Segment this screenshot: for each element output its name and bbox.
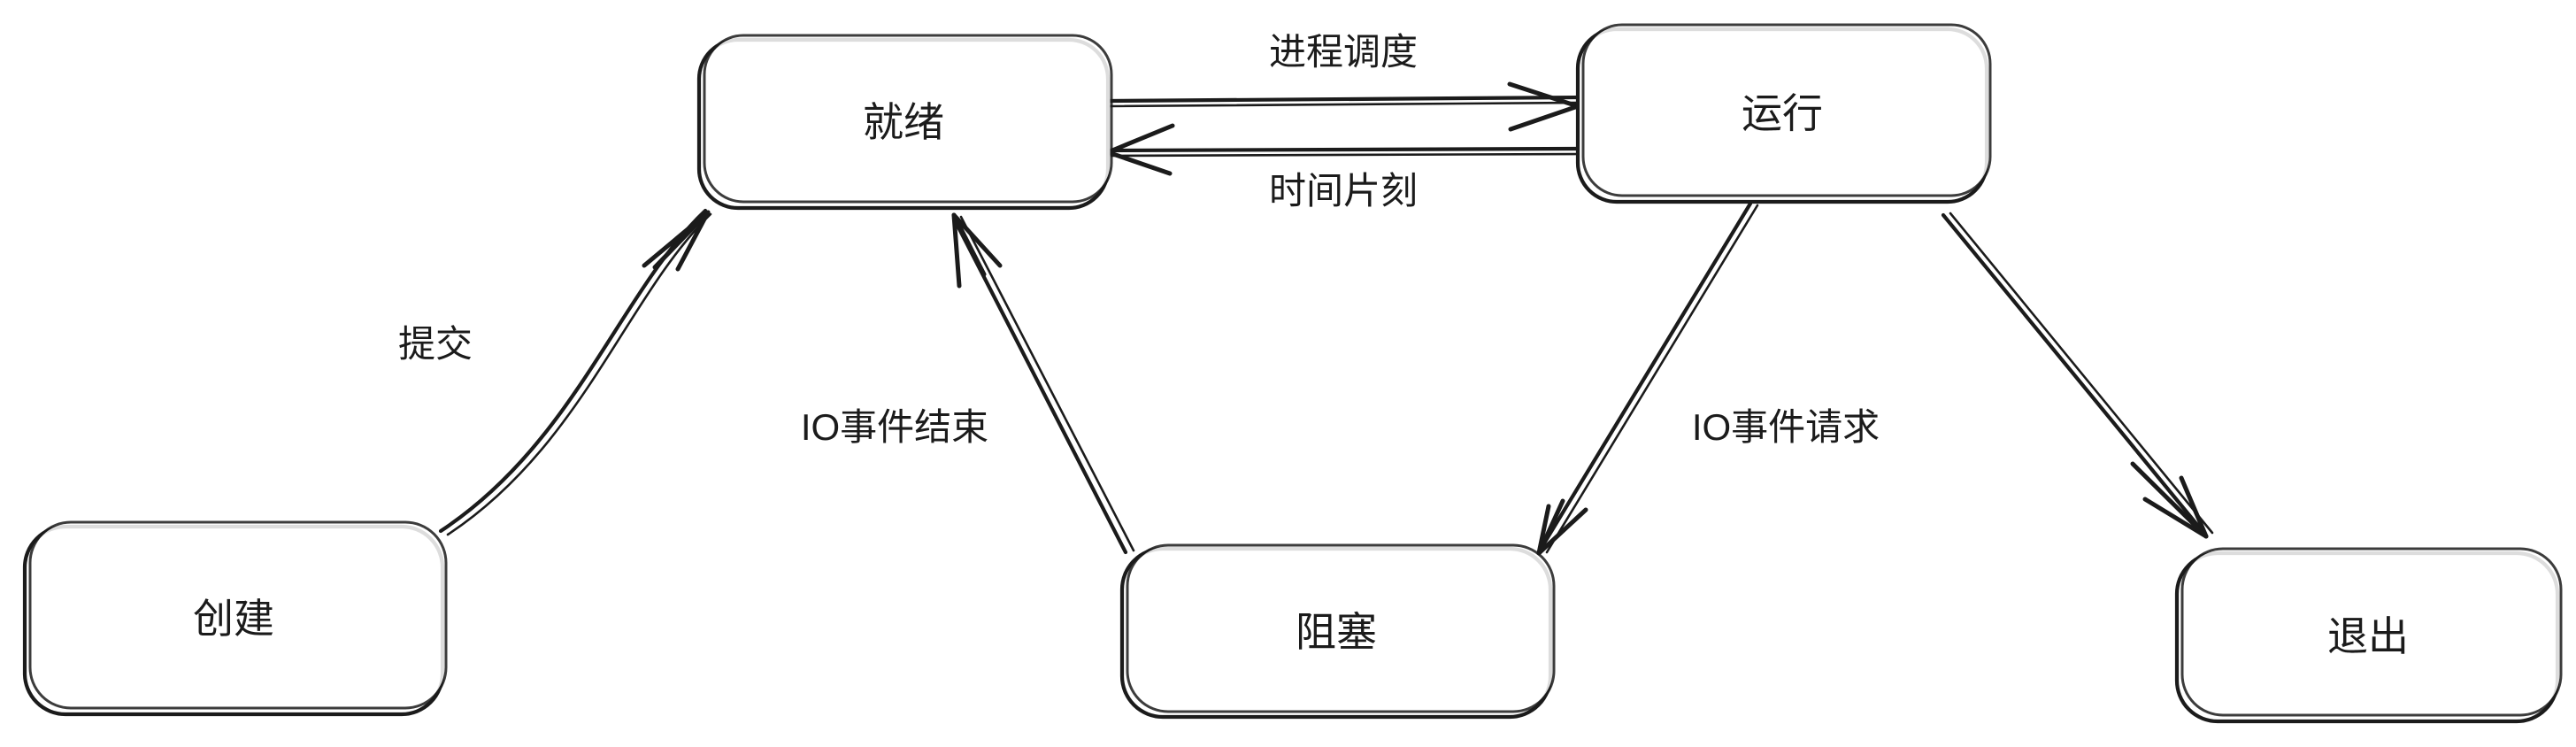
edge-io-request-arrowhead-b — [1536, 507, 1588, 556]
node-blocked[interactable]: 阻塞 — [1119, 543, 1556, 720]
node-created[interactable]: 创建 — [22, 520, 448, 717]
edge-timeslice: 时间片刻 — [1105, 123, 1583, 212]
node-ready[interactable]: 就绪 — [696, 34, 1113, 211]
edge-timeslice-arrowhead-b — [1105, 150, 1173, 176]
node-blocked-label: 阻塞 — [1296, 609, 1377, 655]
edge-io-done: IO事件结束 — [801, 212, 1135, 555]
node-blocked-shape-ghost — [1126, 543, 1556, 713]
node-created-label: 创建 — [193, 596, 274, 642]
node-running-shape-ghost — [1581, 23, 1992, 197]
edge-exit-arrowhead-a — [2179, 475, 2209, 539]
edge-io-done-label: IO事件结束 — [801, 406, 988, 448]
edge-io-done-line-2 — [959, 215, 1135, 552]
edge-schedule-arrowhead-b — [1508, 104, 1580, 132]
edge-submit-arrowhead-b — [652, 210, 711, 270]
edge-io-request: IO事件请求 — [1536, 201, 1880, 556]
edge-io-request-label: IO事件请求 — [1692, 406, 1880, 448]
edge-io-request-line — [1537, 201, 1753, 553]
edge-schedule: 进程调度 — [1105, 31, 1583, 132]
edge-timeslice-line — [1107, 146, 1583, 153]
edge-timeslice-arrowhead-a — [1105, 123, 1175, 155]
edge-submit-label: 提交 — [398, 323, 473, 365]
node-running-label: 运行 — [1742, 90, 1823, 136]
node-created-shape-ghost — [28, 520, 448, 710]
edge-timeslice-label: 时间片刻 — [1269, 170, 1418, 212]
node-ready-shape-ghost — [703, 34, 1113, 204]
edge-timeslice-line-2 — [1110, 152, 1580, 158]
edge-exit — [1941, 212, 2214, 539]
edge-schedule-line — [1105, 95, 1583, 104]
edge-exit-line — [1941, 212, 2208, 537]
node-running[interactable]: 运行 — [1575, 23, 1992, 204]
node-ready-label: 就绪 — [863, 99, 944, 145]
edge-io-done-arrowhead-a — [951, 212, 962, 289]
edge-io-request-line-2 — [1545, 204, 1759, 554]
edge-schedule-arrowhead-a — [1507, 81, 1580, 109]
edge-io-done-arrowhead-c — [951, 212, 987, 277]
edge-io-request-arrowhead-c — [1536, 498, 1565, 556]
edge-submit-line-2 — [446, 212, 712, 536]
edge-schedule-label: 进程调度 — [1269, 31, 1418, 73]
edge-exit-arrowhead-b — [2142, 497, 2209, 539]
edge-io-done-arrowhead-b — [951, 212, 1003, 268]
node-exited[interactable]: 退出 — [2174, 547, 2563, 724]
node-exited-label: 退出 — [2327, 613, 2409, 659]
edge-exit-arrowhead-c — [2130, 461, 2209, 539]
edge-submit-arrowhead-c — [675, 210, 711, 272]
edge-schedule-line-2 — [1108, 101, 1580, 108]
edge-submit: 提交 — [398, 208, 712, 536]
edge-exit-line-2 — [1949, 212, 2214, 535]
node-exited-shape-ghost — [2180, 547, 2563, 717]
